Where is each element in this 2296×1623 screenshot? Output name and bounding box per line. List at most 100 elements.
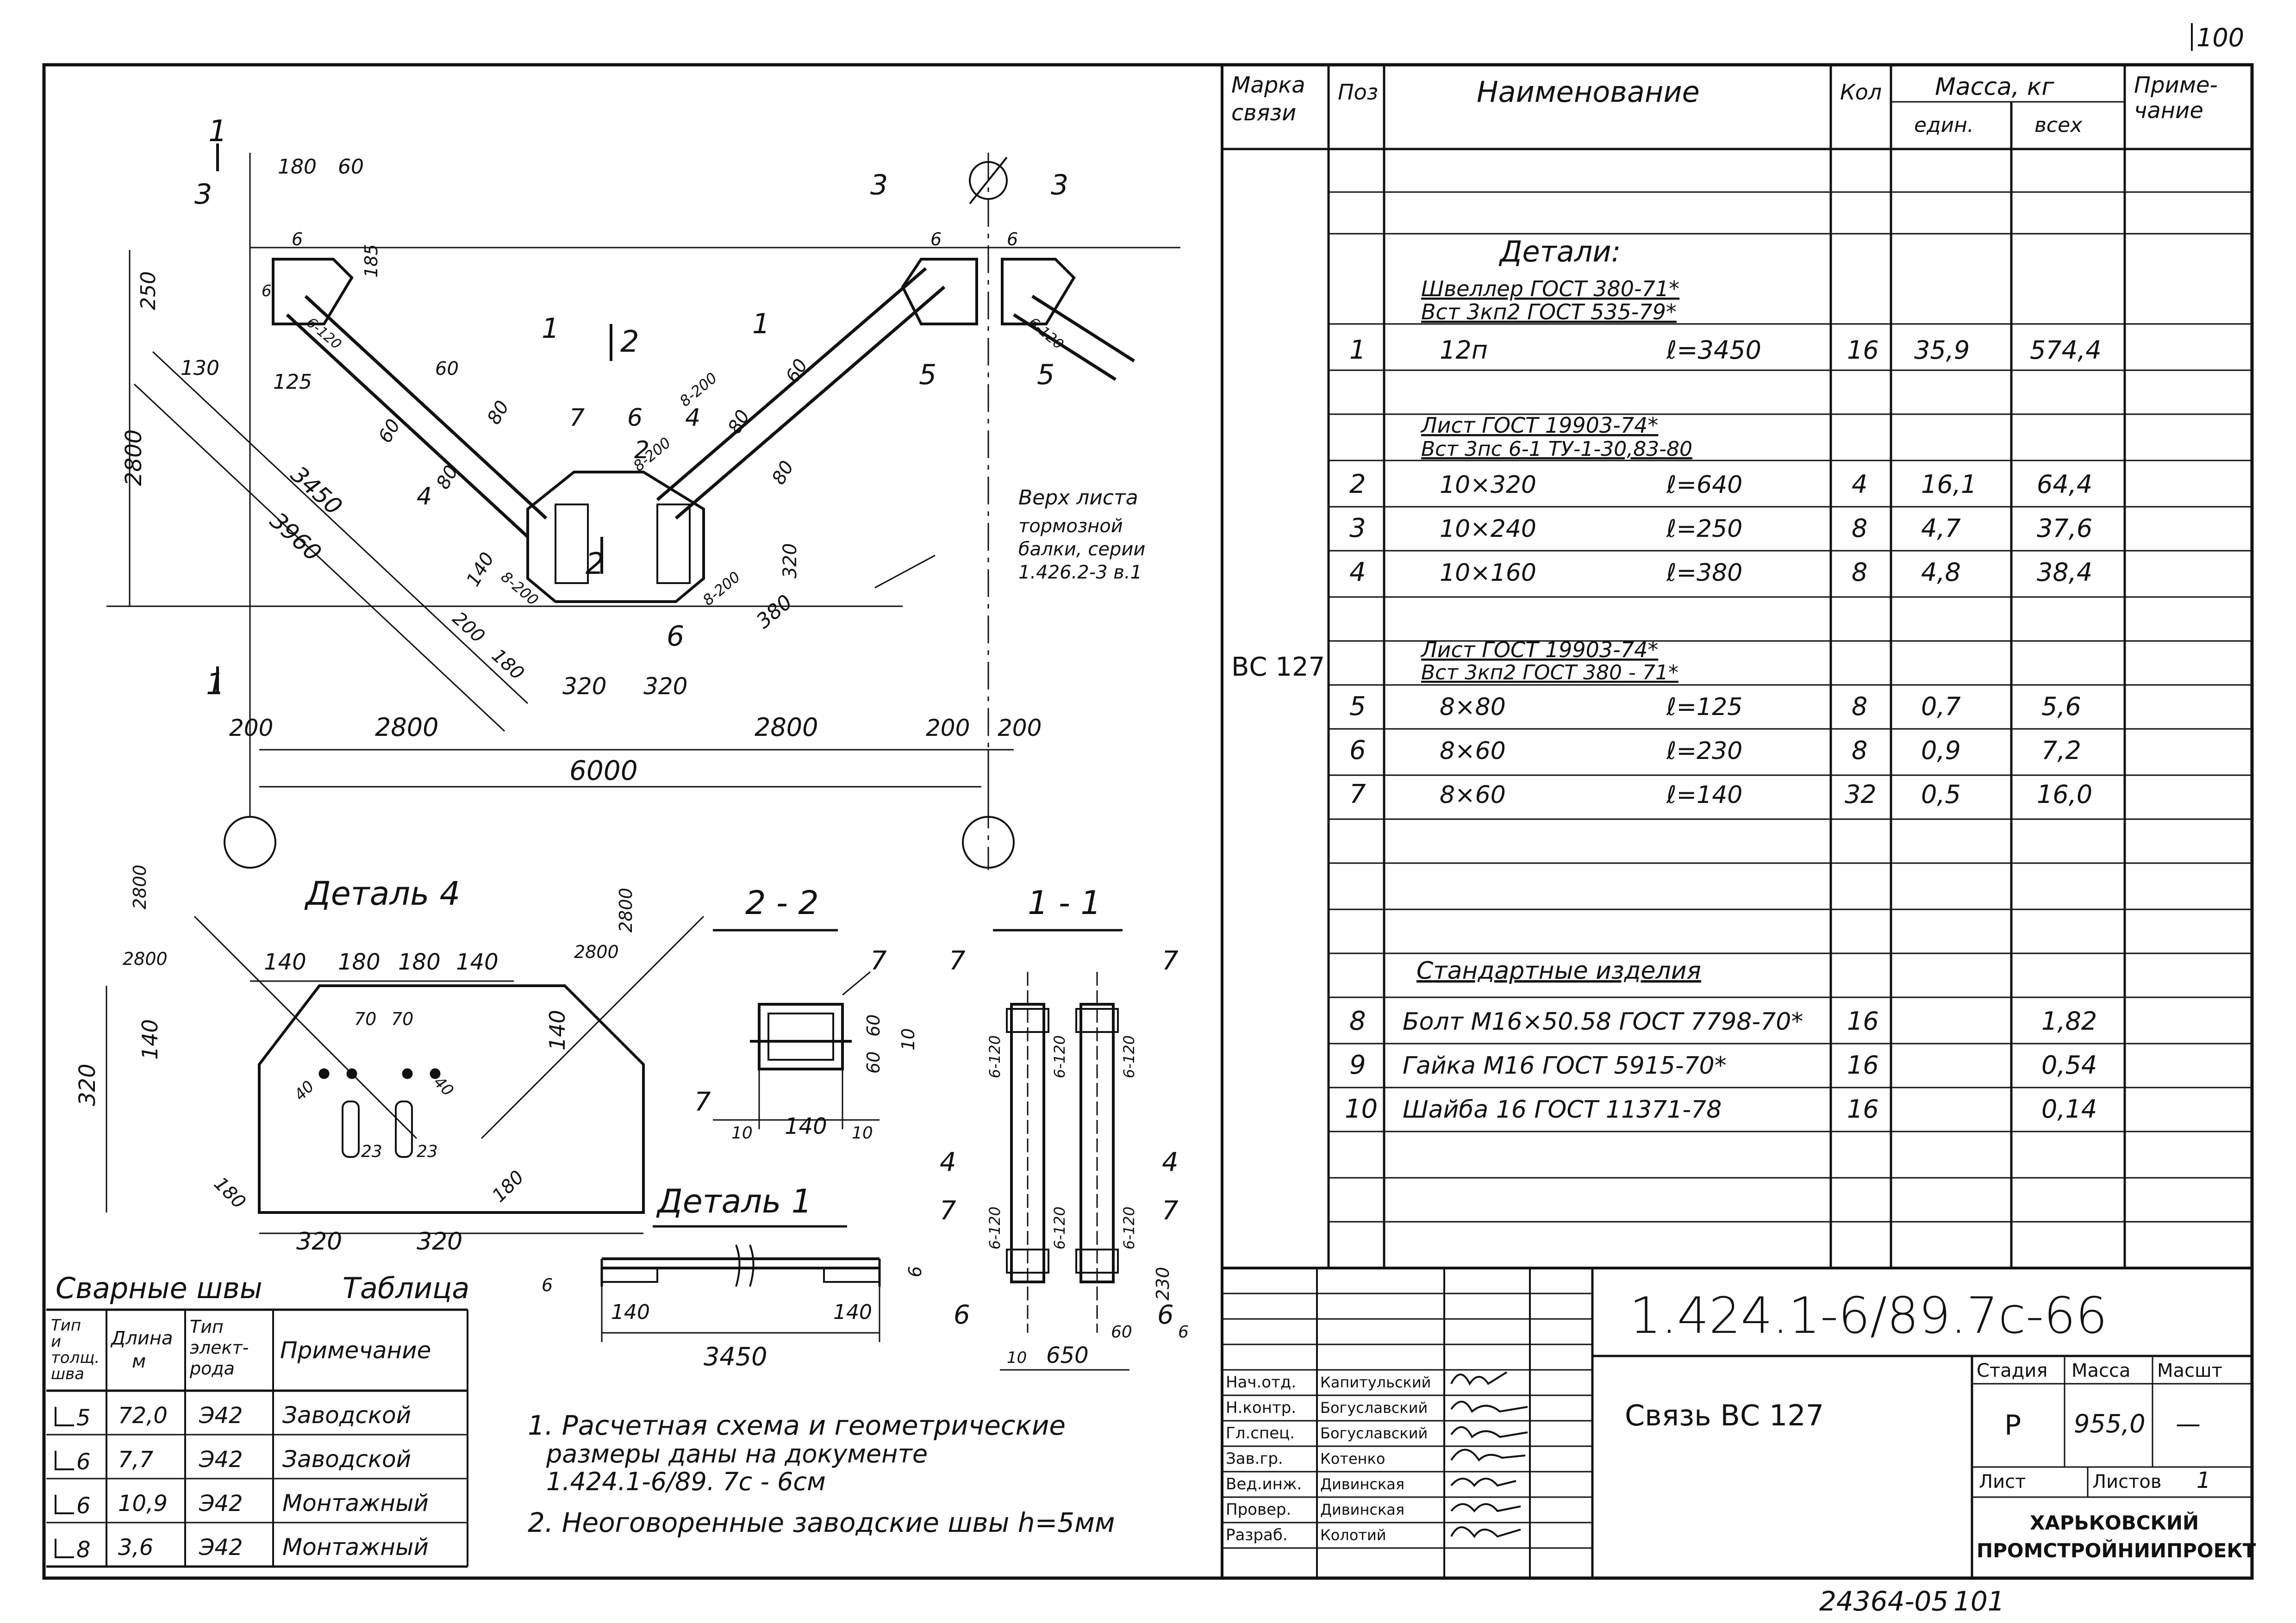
- position-label: 6: [667, 620, 684, 653]
- weld-mark: 6-120: [1120, 1206, 1138, 1250]
- weld-header-type-4: шва: [51, 1365, 84, 1383]
- spec-row-total-mass: 38,4: [2037, 558, 2092, 587]
- dim: 320: [780, 543, 801, 578]
- archive-number: 24364-05: [1819, 1586, 1948, 1617]
- dim: 60: [338, 155, 364, 179]
- section11-pos: 4: [1162, 1147, 1179, 1177]
- spec-row-qty: 8: [1852, 558, 1867, 587]
- spec-row-qty: 4: [1852, 470, 1867, 499]
- sheets-count: 1: [2196, 1468, 2211, 1493]
- section11-pos: 7: [1162, 1196, 1179, 1226]
- spec-row-name: 8×60: [1440, 737, 1506, 765]
- spec-row-pos: 6: [1349, 735, 1366, 765]
- spec-row-unit-mass: 4,8: [1921, 558, 1961, 587]
- dim: 3450: [286, 461, 347, 520]
- position-label: 3: [1051, 169, 1068, 201]
- spec-row-pos: 10: [1345, 1094, 1378, 1124]
- weld-mark: 6-120: [1051, 1035, 1068, 1078]
- dim: 6: [542, 1275, 553, 1295]
- signature-role: Нач.отд.: [1226, 1373, 1296, 1392]
- dim: 70: [354, 1009, 376, 1029]
- drawing-title: Связь ВС 127: [1625, 1399, 1824, 1432]
- dim: 200: [926, 715, 970, 741]
- dim: 250: [137, 271, 160, 310]
- main-weld-marks: 6 6 6 6 6-120 6-120 8-200 8-200 8-200 8-…: [262, 229, 1067, 609]
- spec-row-total-mass: 574,4: [2030, 336, 2102, 365]
- title-block: [1222, 1267, 2252, 1578]
- spec-row-unit-mass: 4,7: [1921, 514, 1961, 543]
- signature-role: Провер.: [1226, 1500, 1291, 1519]
- dim: 10: [898, 1028, 918, 1051]
- dim: 125: [273, 370, 312, 394]
- dim: 2800: [755, 713, 818, 742]
- sheet-label: Лист: [1979, 1471, 2026, 1492]
- beam-note-line-1: Верх листа: [1018, 486, 1138, 510]
- spec-row-length: ℓ=380: [1666, 559, 1742, 587]
- spec-mark-value: ВС 127: [1231, 652, 1325, 682]
- spec-header-mass: Масса, кг: [1935, 73, 2054, 101]
- spec-row: 1 12п ℓ=3450 16 35,9 574,4: [1349, 335, 2102, 365]
- spec-row-name: 8×80: [1440, 693, 1506, 721]
- beam-note-line-4: 1.426.2-3 в.1: [1018, 562, 1142, 583]
- section22-title: 2 - 2: [745, 884, 819, 922]
- dim: 185: [361, 244, 381, 278]
- weld-note: Заводской: [282, 1446, 411, 1473]
- section11-pos: 4: [940, 1147, 956, 1177]
- spec-row-name: 10×320: [1440, 471, 1536, 499]
- section11-pos: 7: [949, 946, 966, 976]
- dim: 40: [291, 1077, 318, 1104]
- dim: 3450: [704, 1342, 767, 1371]
- spec-row-total-mass: 16,0: [2037, 780, 2092, 809]
- spec-row-pos: 1: [1349, 335, 1366, 365]
- archive-page: 101: [1953, 1586, 2005, 1617]
- spec-row-unit-mass: 0,9: [1921, 736, 1961, 765]
- spec-row-total-mass: 0,14: [2041, 1094, 2097, 1124]
- weld-header-electrode-3: рода: [189, 1358, 235, 1379]
- weld-mark: 6-120: [986, 1206, 1004, 1250]
- position-label: 2: [634, 436, 649, 464]
- position-label: 5: [1037, 359, 1054, 391]
- weld-electrode: Э42: [199, 1535, 243, 1561]
- dim: 60: [863, 1051, 884, 1074]
- weld-mark: 6: [930, 229, 942, 249]
- dim: 23: [417, 1142, 438, 1161]
- spec-row: 8 Болт М16×50.58 ГОСТ 7798-70* 16 1,82: [1349, 1006, 2097, 1036]
- dim: 140: [785, 1113, 827, 1139]
- weld-type: 8: [76, 1537, 91, 1563]
- spec-row: 9 Гайка М16 ГОСТ 5915-70* 16 0,54: [1349, 1050, 2097, 1080]
- dim: 140: [264, 949, 306, 975]
- dim: 180: [338, 949, 381, 975]
- spec-row-qty: 8: [1852, 692, 1867, 721]
- dim: 180: [488, 1167, 529, 1207]
- signature-name: Капитульский: [1320, 1374, 1431, 1391]
- weld-note: Заводской: [282, 1402, 411, 1429]
- spec-row-pos: 8: [1349, 1006, 1366, 1036]
- spec-row-total-mass: 0,54: [2041, 1051, 2097, 1080]
- weld-type: 5: [76, 1405, 91, 1431]
- spec-row-name: 10×240: [1440, 515, 1536, 543]
- spec-row-name: 8×60: [1440, 781, 1506, 809]
- detail4-drawing: [106, 915, 705, 1234]
- spec-row-qty: 32: [1845, 780, 1877, 809]
- dim: 320: [75, 1063, 100, 1106]
- spec-row-qty: 16: [1847, 1051, 1879, 1080]
- position-label: 1: [752, 308, 770, 340]
- detail1-drawing: [600, 1244, 881, 1342]
- spec-header-unit: един.: [1914, 113, 1974, 137]
- spec-row-unit-mass: 16,1: [1921, 470, 1977, 499]
- signature-list: Нач.отд. Капитульский Н.контр. Богуславс…: [1226, 1373, 1431, 1544]
- dim: 70: [391, 1009, 413, 1029]
- section22-drawing: [713, 971, 880, 1129]
- signature-name: Богуславский: [1320, 1424, 1428, 1442]
- weld-length: 72,0: [118, 1403, 168, 1429]
- spec-row-length: ℓ=250: [1666, 515, 1742, 543]
- weld-type-symbol: [55, 1539, 74, 1558]
- signature-role: Разраб.: [1226, 1526, 1288, 1544]
- weld-mark: 8-200: [498, 568, 542, 609]
- beam-note-line-3: балки, серии: [1018, 539, 1145, 560]
- signature-name: Колотий: [1320, 1526, 1386, 1544]
- weld-mark: 80: [724, 406, 754, 437]
- weld-electrode: Э42: [199, 1447, 243, 1473]
- sheets-label: Листов: [2092, 1471, 2161, 1492]
- spec-row-pos: 9: [1349, 1050, 1366, 1080]
